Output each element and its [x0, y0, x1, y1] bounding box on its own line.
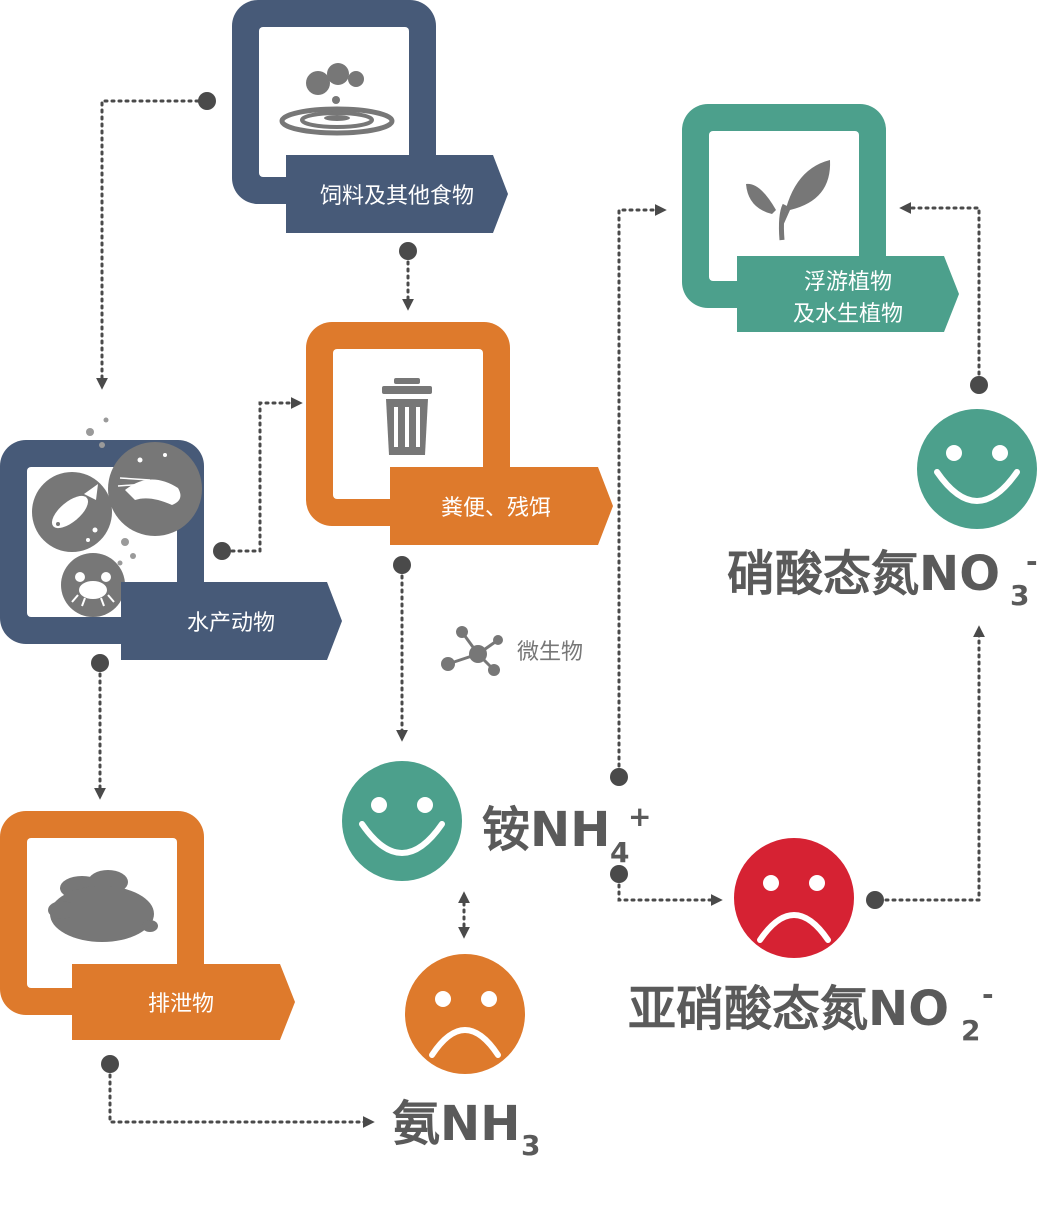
- node-label-line1: 浮游植物: [804, 270, 892, 295]
- label-tab: [390, 467, 613, 545]
- nitrate-subscript: 3: [1010, 579, 1029, 612]
- connectors: [91, 92, 988, 1128]
- connector-dot: [970, 376, 988, 394]
- ammonia-group: 氨NH 3: [392, 954, 540, 1162]
- ammonia-cn: 氨: [392, 1096, 440, 1152]
- connector-feed-to-aquatic: [96, 99, 200, 390]
- connector-dot: [101, 1055, 119, 1073]
- ammonium-group: 铵NH 4 +: [342, 761, 651, 881]
- ammonium-cn: 铵: [482, 802, 530, 858]
- nitrite-formula: NO: [868, 981, 949, 1037]
- node-plants: 浮游植物 及水生植物: [682, 104, 959, 332]
- connector-aquatic-to-feces: [230, 397, 303, 553]
- connector-nitrite-to-nitrate: [884, 625, 985, 902]
- happy-face-icon: [342, 761, 462, 881]
- ammonium-subscript: 4: [610, 836, 629, 869]
- node-feed: 饲料及其他食物: [232, 0, 508, 233]
- connector-nitrate-to-plants: [899, 202, 981, 376]
- connector-dot: [393, 556, 411, 574]
- node-label: 排泄物: [148, 992, 214, 1017]
- ammonia-label: 氨NH: [392, 1096, 520, 1152]
- label-tab: [286, 155, 508, 233]
- node-excreta: 排泄物: [0, 811, 295, 1040]
- node-aquatic: 水产动物: [0, 417, 342, 660]
- nitrate-formula: NO: [919, 546, 1000, 602]
- nitrate-cn: 硝酸态氮: [727, 546, 919, 602]
- label-tab: [72, 964, 295, 1040]
- nitrite-superscript: -: [982, 978, 994, 1011]
- ammonium-superscript: +: [628, 800, 651, 833]
- connector-dot: [213, 542, 231, 560]
- nitrate-label: 硝酸态氮NO: [727, 546, 1000, 602]
- connector-dot: [198, 92, 216, 110]
- ammonium-formula: NH: [530, 802, 610, 858]
- node-label: 水产动物: [187, 611, 275, 636]
- connector-dot: [91, 654, 109, 672]
- sad-face-icon: [405, 954, 525, 1074]
- label-tab: [737, 256, 959, 332]
- connector-dot: [610, 768, 628, 786]
- node-label: 粪便、残饵: [441, 496, 551, 521]
- leaf-icon: [746, 160, 831, 241]
- crab-icon: [61, 553, 125, 617]
- connector-dot: [399, 242, 417, 260]
- nitrite-cn: 亚硝酸态氮: [628, 981, 868, 1037]
- shrimp-icon: [108, 442, 202, 536]
- label-tab: [121, 582, 342, 660]
- nitrite-group: 亚硝酸态氮NO 2 -: [628, 838, 994, 1047]
- node-label-line2: 及水生植物: [793, 302, 903, 327]
- nitrite-subscript: 2: [961, 1014, 980, 1047]
- droplet-ripple-icon: [279, 63, 395, 136]
- ammonia-formula: NH: [440, 1096, 520, 1152]
- ammonia-subscript: 3: [521, 1129, 540, 1162]
- nitrite-label: 亚硝酸态氮NO: [628, 981, 949, 1037]
- connector-dot: [610, 865, 628, 883]
- nitrate-superscript: -: [1026, 545, 1038, 578]
- fish-icon: [32, 472, 112, 552]
- happy-face-icon: [917, 409, 1037, 529]
- node-label: 饲料及其他食物: [320, 184, 474, 209]
- microbe-label-group: 微生物: [441, 626, 583, 676]
- molecule-icon: [441, 626, 503, 676]
- ammonium-label: 铵NH: [482, 802, 610, 858]
- waste-blob-icon: [48, 870, 158, 942]
- trash-bin-icon: [382, 378, 432, 455]
- connector-ammonium-to-nitrite: [617, 883, 723, 906]
- sad-face-icon: [734, 838, 854, 958]
- connector-dot: [866, 891, 884, 909]
- node-feces: 粪便、残饵: [306, 322, 613, 545]
- bubble-dots: [86, 417, 136, 566]
- connector-excreta-to-ammonia: [108, 1073, 375, 1128]
- microbe-label: 微生物: [517, 640, 583, 665]
- nitrate-group: 硝酸态氮NO 3 -: [727, 409, 1038, 612]
- connector-ammonium-to-plants: [617, 204, 667, 768]
